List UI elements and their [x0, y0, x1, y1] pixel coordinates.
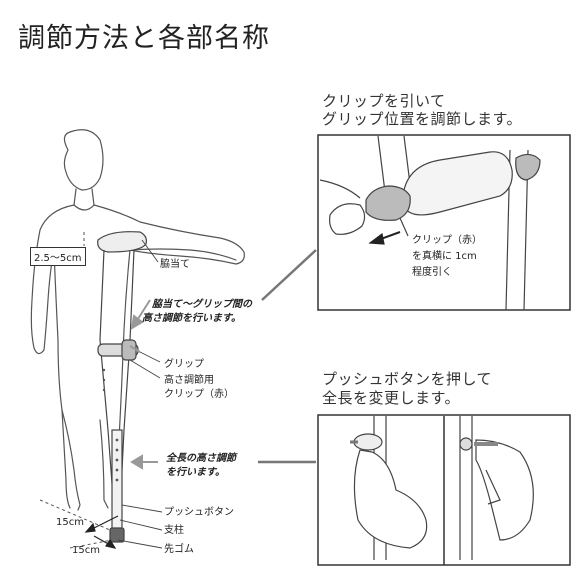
length-note-line-1: 全長の高さ調節	[166, 453, 236, 464]
ground-dashed-lines	[39, 232, 113, 549]
grip-height-note-line-2: 高さ調節を行います。	[142, 313, 241, 324]
waki-ate-label: 脇当て	[160, 259, 190, 270]
bottom-panel-caption-line-2: 全長を変更します。	[322, 389, 461, 407]
armpit-gap-label: 2.5～5cm	[30, 247, 86, 266]
crutch-armpit-pad	[97, 231, 147, 253]
top-panel-hand	[329, 203, 366, 235]
figure-collar	[73, 204, 95, 211]
length-note-line-2: を行います。	[166, 467, 225, 478]
distance-label-2: 15cm	[72, 545, 100, 556]
bottom-left-hand	[353, 449, 428, 549]
bottom-left-button	[353, 433, 383, 451]
bottom-panel-caption-line-1: プッシュボタンを押して	[322, 370, 493, 388]
crutch-adjust-holes	[102, 368, 119, 482]
top-panel-note-line-3: 程度引く	[412, 267, 452, 278]
top-panel-right-clip	[515, 153, 541, 181]
top-panel-caption-line-2: グリップ位置を調節します。	[322, 110, 523, 128]
top-panel-grip	[403, 151, 513, 216]
top-panel-caption-line-1: クリップを引いて	[322, 92, 446, 110]
figure-legs	[61, 409, 121, 511]
figure-head	[63, 129, 104, 191]
crutch-clip	[121, 339, 137, 361]
figure-neck	[73, 188, 95, 206]
gray-pointer-arrows	[129, 299, 158, 470]
figure-left-arm	[30, 204, 75, 355]
top-panel-note-line-2: を真横に 1cm	[412, 251, 477, 262]
distance-arrows	[84, 515, 119, 549]
crutch-rubber-tip	[109, 527, 125, 543]
grip-height-note-line-1: 脇当て～グリップ間の	[152, 299, 252, 310]
distance-label-1: 15cm	[56, 517, 84, 528]
push-button-label: プッシュボタン	[164, 507, 234, 518]
panel-connector-lines	[258, 249, 317, 464]
top-panel-illustration	[317, 134, 571, 311]
grip-label: グリップ	[164, 359, 204, 370]
clip-label-line-1: 高さ調節用	[164, 375, 214, 386]
page-title: 調節方法と各部名称	[18, 23, 270, 54]
figure-right-arm	[129, 248, 237, 261]
crutch-upper-bar-left	[99, 249, 115, 511]
bottom-right-pole	[459, 416, 473, 560]
figure-torso	[53, 204, 245, 509]
top-panel-clip	[365, 185, 411, 221]
sakigomu-label: 先ゴム	[164, 544, 194, 555]
bottom-right-hand	[475, 439, 534, 541]
top-panel-sleeve	[319, 179, 361, 199]
top-panel-note-line-1: クリップ（赤）	[412, 235, 482, 246]
bottom-right-button	[459, 437, 473, 451]
leader-lines	[117, 239, 163, 549]
shichuu-label: 支柱	[164, 525, 184, 536]
clip-label-line-2: クリップ（赤）	[164, 389, 234, 400]
bottom-panel-illustration	[317, 414, 571, 566]
crutch	[97, 231, 147, 543]
